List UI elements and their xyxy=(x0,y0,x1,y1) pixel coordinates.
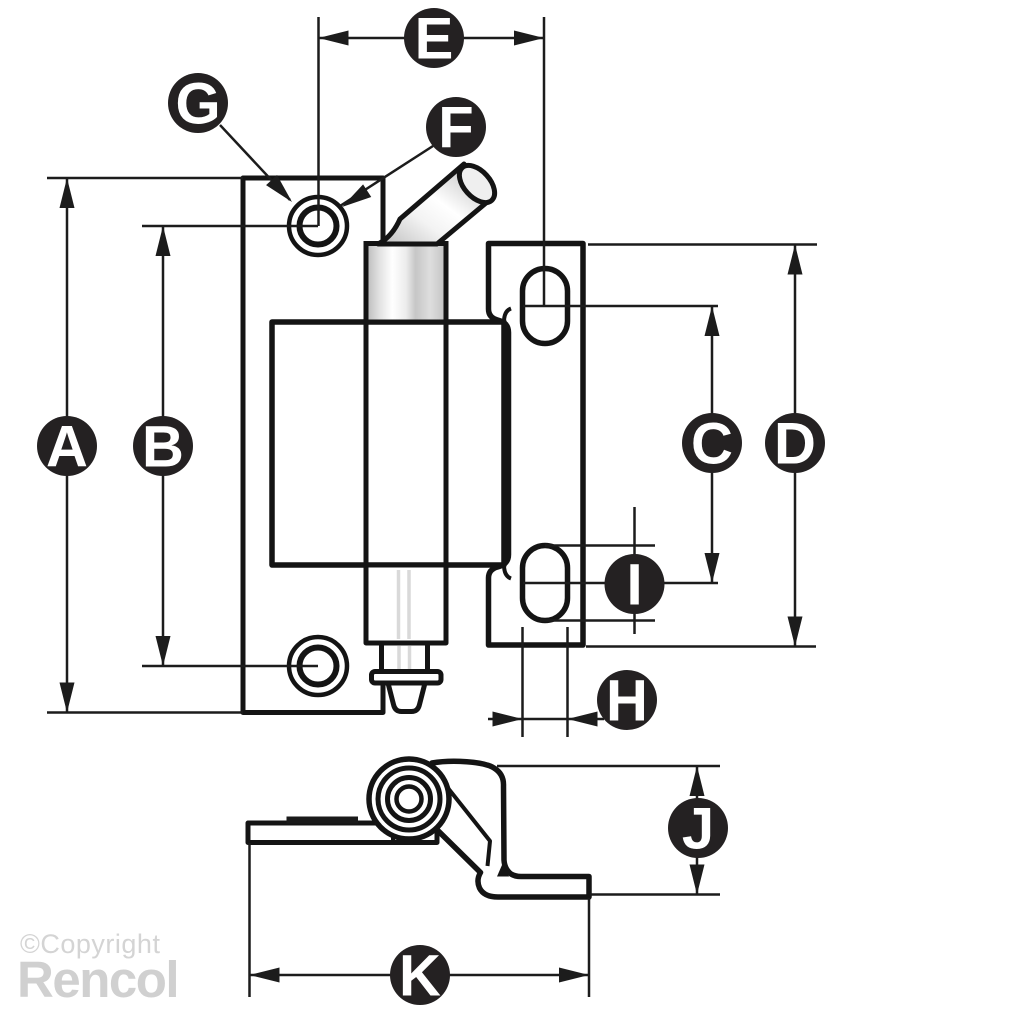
dimension-labels: A B C D E F G H xyxy=(37,7,825,1009)
dim-label-b-circle xyxy=(133,416,193,476)
dimension-f xyxy=(337,144,434,214)
dim-label-c-circle xyxy=(682,413,742,473)
dim-label-g-circle xyxy=(168,73,228,133)
dim-label-f-circle xyxy=(426,97,486,157)
dim-label-e-letter: E xyxy=(415,7,454,72)
dim-label-k: K xyxy=(390,944,450,1009)
side-plate-pad xyxy=(286,816,358,824)
dim-label-f-letter: F xyxy=(438,96,473,161)
pin-flange xyxy=(369,669,444,686)
dim-label-i: I xyxy=(604,553,665,618)
dim-label-a-circle xyxy=(37,416,97,476)
dim-label-a: A xyxy=(37,415,97,480)
dim-label-k-circle xyxy=(390,945,450,1005)
pin-housing xyxy=(363,562,449,646)
dim-label-k-letter: K xyxy=(399,944,441,1009)
side-strap xyxy=(416,758,592,900)
watermark-copyright: ©Copyright xyxy=(20,929,160,959)
lever-end-cap xyxy=(456,162,498,206)
dim-label-j: J xyxy=(668,797,728,862)
dim-label-h-circle xyxy=(597,670,657,730)
dim-label-i-letter: I xyxy=(626,553,642,618)
dim-label-b-letter: B xyxy=(142,415,184,480)
dim-label-g-letter: G xyxy=(175,72,220,137)
side-strap-crease xyxy=(434,771,492,867)
pin-tip xyxy=(385,680,428,714)
dim-label-c: C xyxy=(682,412,742,477)
dim-label-a-letter: A xyxy=(46,415,88,480)
pin-neck xyxy=(379,640,430,675)
dim-label-d-letter: D xyxy=(774,412,816,477)
dim-label-f: F xyxy=(426,96,486,161)
dim-label-e: E xyxy=(404,7,464,72)
body-corner-step-top xyxy=(502,306,512,323)
dim-label-d-circle xyxy=(765,413,825,473)
dim-label-j-circle xyxy=(668,798,728,858)
dim-label-g: G xyxy=(168,72,228,137)
dim-label-e-circle xyxy=(404,8,464,68)
hinge-barrel xyxy=(363,241,449,325)
dim-label-i-circle xyxy=(604,554,665,614)
dim-label-h-letter: H xyxy=(606,669,648,734)
dim-label-d: D xyxy=(765,412,825,477)
side-strap-fold-edge xyxy=(497,861,509,877)
body-corner-step-bottom xyxy=(502,564,512,581)
watermark: ©Copyright Rencol xyxy=(17,929,180,1008)
hinge-body xyxy=(269,319,507,568)
side-view xyxy=(245,756,592,900)
dim-label-j-letter: J xyxy=(682,797,714,862)
dim-label-b: B xyxy=(133,415,193,480)
dimension-g xyxy=(219,124,298,208)
dimension-h xyxy=(488,627,604,737)
top-view xyxy=(240,161,586,715)
watermark-brand: Rencol xyxy=(17,951,178,1008)
side-pin-center xyxy=(394,784,424,814)
dim-label-c-letter: C xyxy=(691,412,733,477)
dim-label-h: H xyxy=(597,669,657,734)
